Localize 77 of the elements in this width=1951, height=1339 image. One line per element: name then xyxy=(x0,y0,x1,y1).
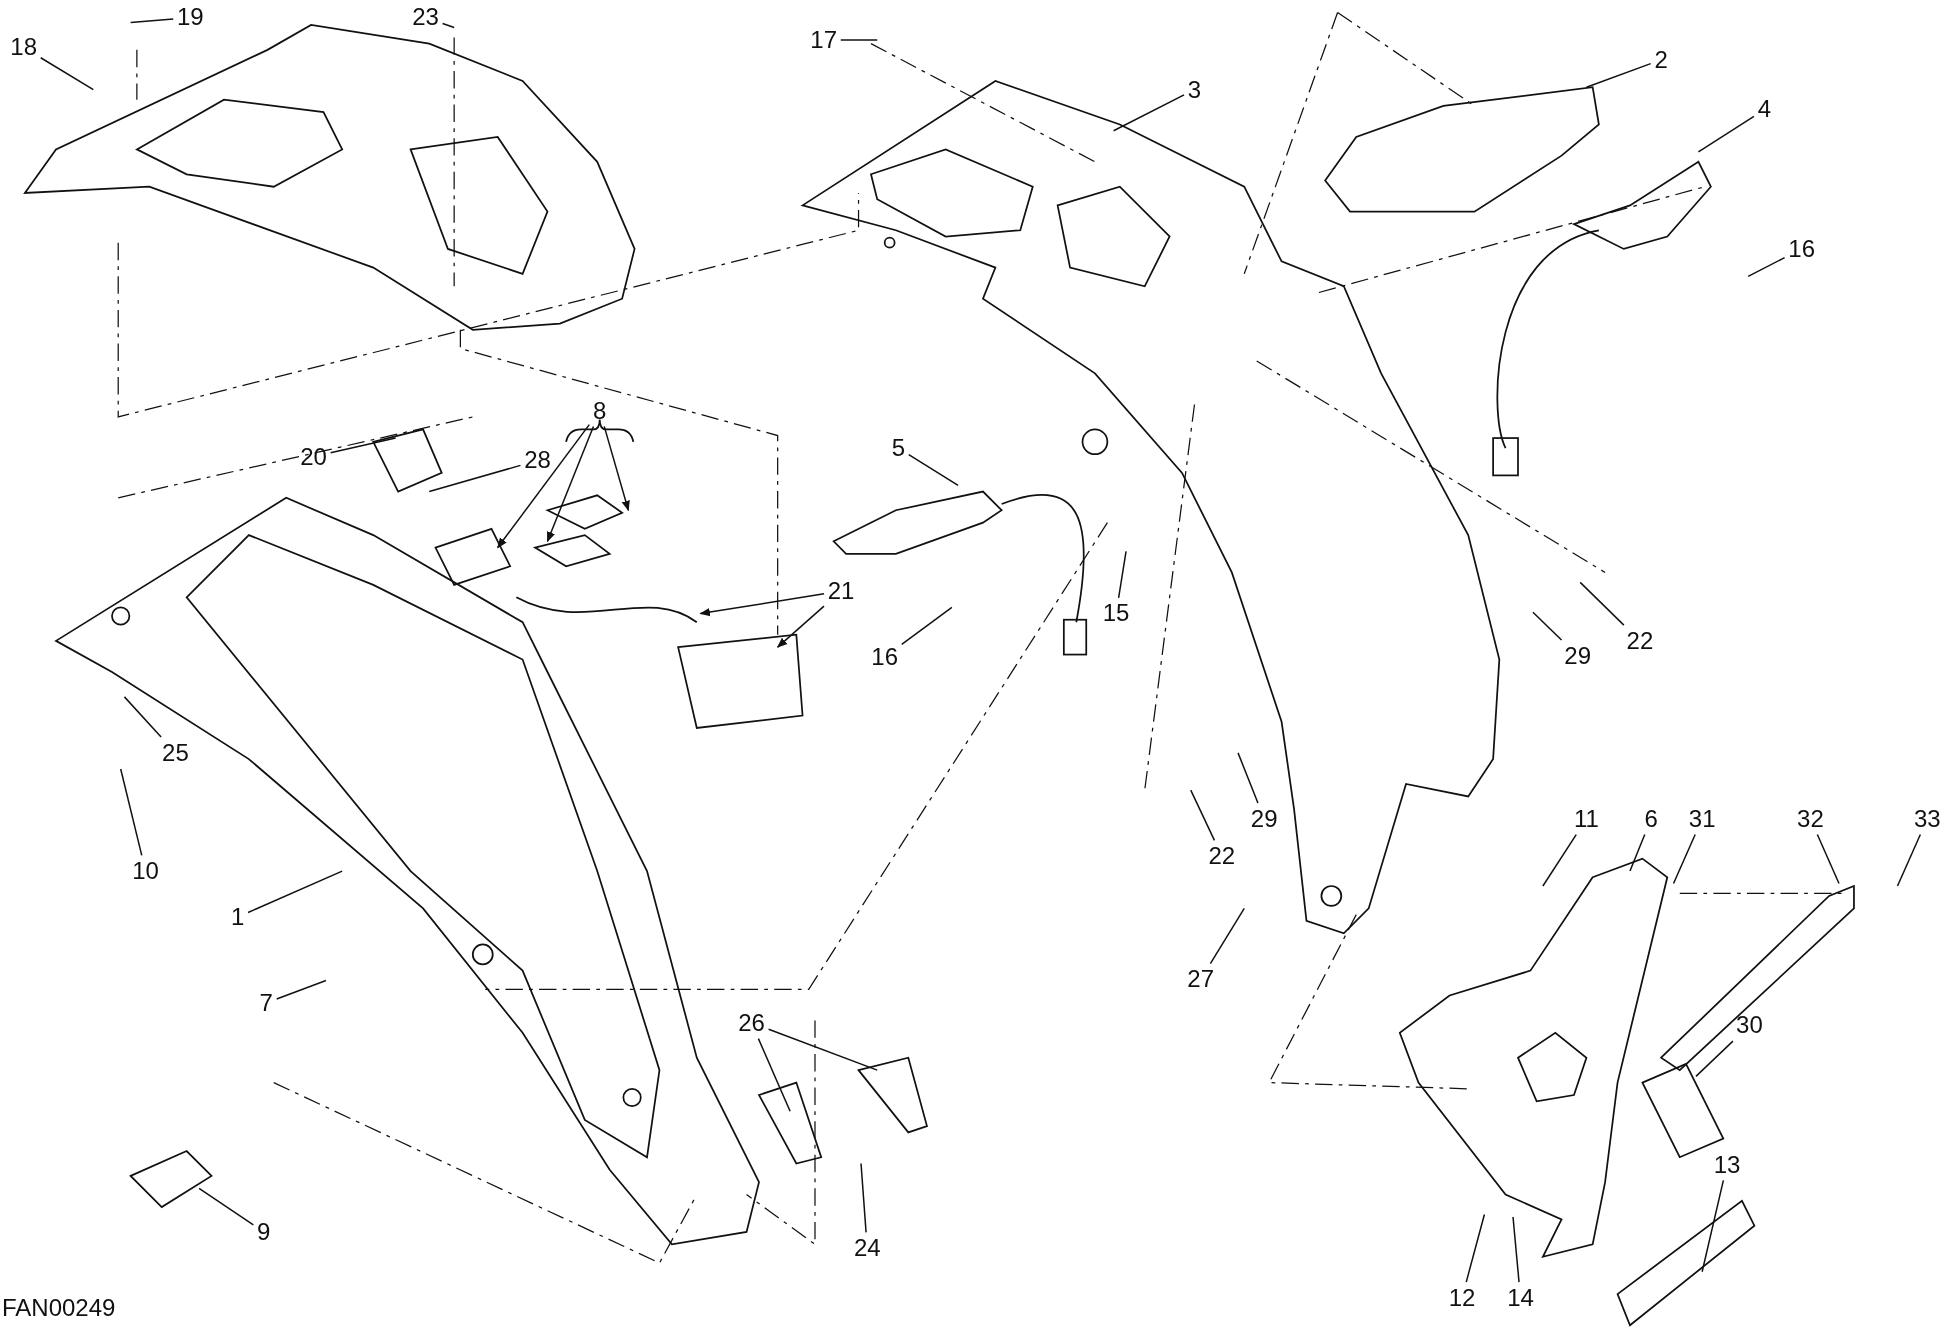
callout-number: 16 xyxy=(1788,236,1816,261)
leader-line xyxy=(119,768,143,857)
leader-line xyxy=(1112,94,1185,132)
leader-line xyxy=(129,18,174,24)
leader-line xyxy=(1117,550,1127,599)
callout-number: 13 xyxy=(1713,1152,1741,1177)
leader-line xyxy=(1512,1216,1520,1283)
callout-number: 26 xyxy=(738,1010,765,1035)
leader-line xyxy=(1579,581,1625,626)
leader-line xyxy=(1747,256,1786,278)
leader-line xyxy=(123,696,162,738)
callout-number: 31 xyxy=(1688,806,1716,831)
leader-line xyxy=(860,1162,867,1234)
leader-line xyxy=(1816,833,1840,885)
leader-line xyxy=(1465,1213,1486,1283)
callout-number: 25 xyxy=(162,740,189,765)
callout-number: 24 xyxy=(853,1236,881,1260)
callout-number: 4 xyxy=(1757,97,1772,122)
leader-line xyxy=(247,870,343,914)
leader-line xyxy=(198,1187,255,1226)
leader-line xyxy=(603,425,630,512)
leader-line xyxy=(1629,833,1646,872)
leader-line xyxy=(757,1037,791,1112)
callout-number: 27 xyxy=(1187,967,1215,992)
callout-number: 11 xyxy=(1573,806,1599,831)
callout-number: 8 xyxy=(593,398,607,423)
leader-line xyxy=(776,605,825,648)
leader-line xyxy=(1697,115,1755,153)
leader-line xyxy=(1701,1179,1725,1273)
leader-line xyxy=(1585,62,1652,88)
callout-number: 19 xyxy=(177,5,204,30)
callout-number: 14 xyxy=(1507,1285,1534,1310)
leader-line xyxy=(1896,833,1922,887)
callout-number: 6 xyxy=(1644,806,1658,831)
callout-number: 29 xyxy=(1564,643,1592,668)
callout-number: 23 xyxy=(412,5,439,30)
leader-line xyxy=(546,425,595,543)
leader-line xyxy=(699,593,825,617)
callout-number: 3 xyxy=(1187,77,1202,102)
callout-number: 7 xyxy=(259,990,273,1015)
callout-number: 32 xyxy=(1797,806,1824,831)
callout-number: 17 xyxy=(810,27,838,52)
callout-number: 1 xyxy=(230,905,245,929)
callout-number: 16 xyxy=(871,644,898,669)
callout-number: 15 xyxy=(1102,601,1130,626)
callout-number: 2 xyxy=(1654,47,1668,72)
leader-line xyxy=(275,979,327,1000)
leader-line xyxy=(840,39,878,41)
leader-line xyxy=(496,423,591,549)
leader-line xyxy=(1672,833,1696,885)
leader-line xyxy=(1237,752,1259,804)
callout-number: 5 xyxy=(891,435,905,460)
callout-number: 12 xyxy=(1448,1285,1476,1310)
callout-number: 28 xyxy=(524,448,551,473)
callout-number: 30 xyxy=(1736,1013,1763,1038)
leader-line xyxy=(1542,833,1577,887)
callout-number: 29 xyxy=(1250,806,1278,831)
callout-number: 22 xyxy=(1626,628,1654,653)
leader-line xyxy=(329,437,397,454)
leader-line xyxy=(908,453,959,487)
callout-number: 18 xyxy=(10,35,37,60)
leader-line xyxy=(441,22,455,29)
callout-number: 10 xyxy=(132,858,159,883)
leader-line xyxy=(1695,1040,1734,1078)
callout-number: 22 xyxy=(1208,844,1236,869)
leader-line xyxy=(1209,907,1245,965)
callout-number: 9 xyxy=(257,1219,271,1244)
drawing-code: FAN00249 xyxy=(2,1294,116,1322)
callout-number: 21 xyxy=(827,579,855,603)
leader-line xyxy=(39,57,95,91)
leader-line xyxy=(901,606,953,646)
callout-number: 20 xyxy=(300,444,327,469)
leader-line xyxy=(767,1028,878,1071)
leader-line xyxy=(1532,611,1563,641)
leader-line xyxy=(1190,789,1216,842)
callout-number: 33 xyxy=(1914,806,1941,831)
leader-line xyxy=(428,464,522,493)
